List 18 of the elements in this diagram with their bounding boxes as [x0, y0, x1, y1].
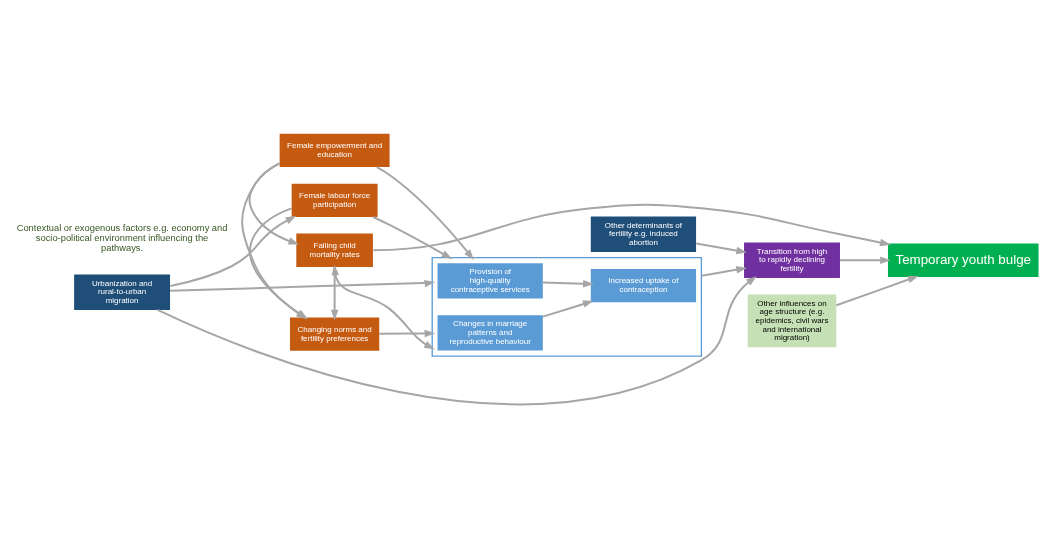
arrow: [372, 216, 453, 260]
label: Contextual or exogenous factors e.g. economy and socio-political environment influencing the pathways.: [16, 222, 228, 253]
arrow: [169, 215, 297, 287]
arrow: [378, 329, 436, 338]
arrow: [541, 300, 594, 318]
arrow: [541, 280, 594, 288]
arrow: [169, 279, 436, 292]
arrow: [375, 166, 474, 260]
node-box: Temporary youth bulge: [887, 243, 1039, 277]
arrow: [248, 162, 300, 245]
arrow: [700, 266, 747, 277]
arrow: [331, 264, 435, 350]
arrow: [330, 266, 339, 321]
arrow: [156, 276, 757, 405]
cluster: [431, 256, 703, 357]
arrow: [839, 256, 891, 264]
arrow: [695, 242, 747, 255]
arrow: [835, 275, 919, 307]
